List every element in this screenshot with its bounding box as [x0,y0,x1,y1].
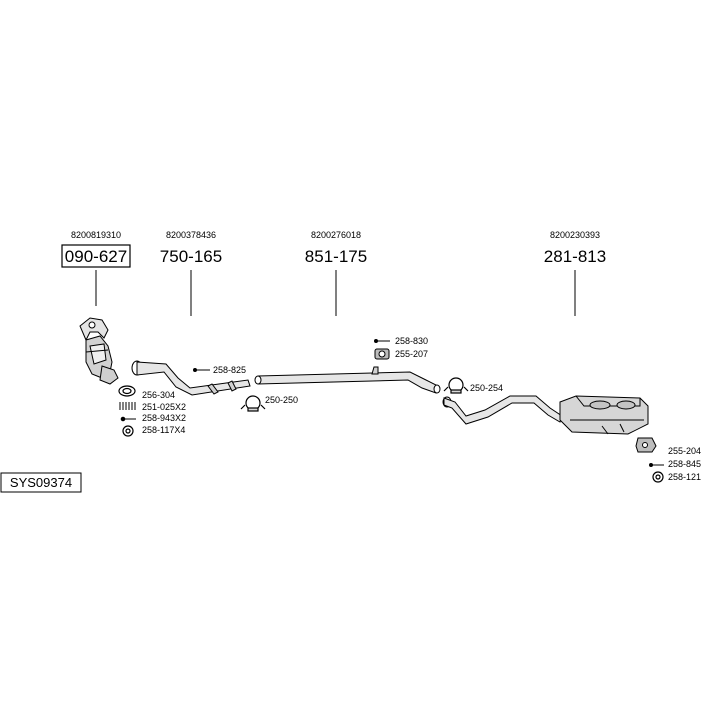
gasket-ring-icon [118,385,136,397]
part-number-center-pipe[interactable]: 851-175 [305,247,367,266]
part-number-rear-silencer[interactable]: 281-813 [544,247,606,266]
accessory-label: 258-117X4 [142,425,185,435]
accessory-label: 251-025X2 [142,402,186,412]
clamp-icon [443,377,469,394]
accessory-label: 250-254 [470,383,503,393]
bolt-icon [649,463,664,467]
system-code-box [0,472,82,493]
accessory-label: 256-304 [142,390,175,400]
bolt-icon [374,339,390,343]
accessory-label: 258-943X2 [142,413,186,423]
oem-number-rear-silencer: 8200230393 [550,230,600,240]
nut-ring-icon [652,471,664,483]
system-code: SYS09374 [10,475,72,490]
rubber-mount-icon [635,437,657,453]
accessory-label: 258-121 [668,472,701,482]
clamp-icon [240,395,266,412]
part-number-box [61,244,131,268]
accessory-label: 258-845 [668,459,701,469]
accessory-label: 258-825 [213,365,246,375]
part-number-catalyst[interactable]: 090-627 [65,247,127,266]
oem-number-catalyst: 8200819310 [71,230,121,240]
catalyst-drawing[interactable] [79,317,119,385]
accessory-label: 250-250 [265,395,298,405]
nut-ring-icon [122,425,134,437]
bolt-icon [193,368,210,372]
center-pipe-drawing[interactable] [254,366,441,394]
rear-silencer-drawing[interactable] [442,395,649,435]
oem-number-front-pipe: 8200378436 [166,230,216,240]
spring-icon [119,402,136,410]
part-number-front-pipe[interactable]: 750-165 [160,247,222,266]
bolt-icon [120,416,136,422]
front-pipe-drawing[interactable] [131,360,251,396]
accessory-label: 258-830 [395,336,428,346]
accessory-label: 255-207 [395,349,428,359]
oem-number-center-pipe: 8200276018 [311,230,361,240]
accessory-label: 255-204 [668,446,701,456]
rubber-mount-icon [374,348,390,360]
